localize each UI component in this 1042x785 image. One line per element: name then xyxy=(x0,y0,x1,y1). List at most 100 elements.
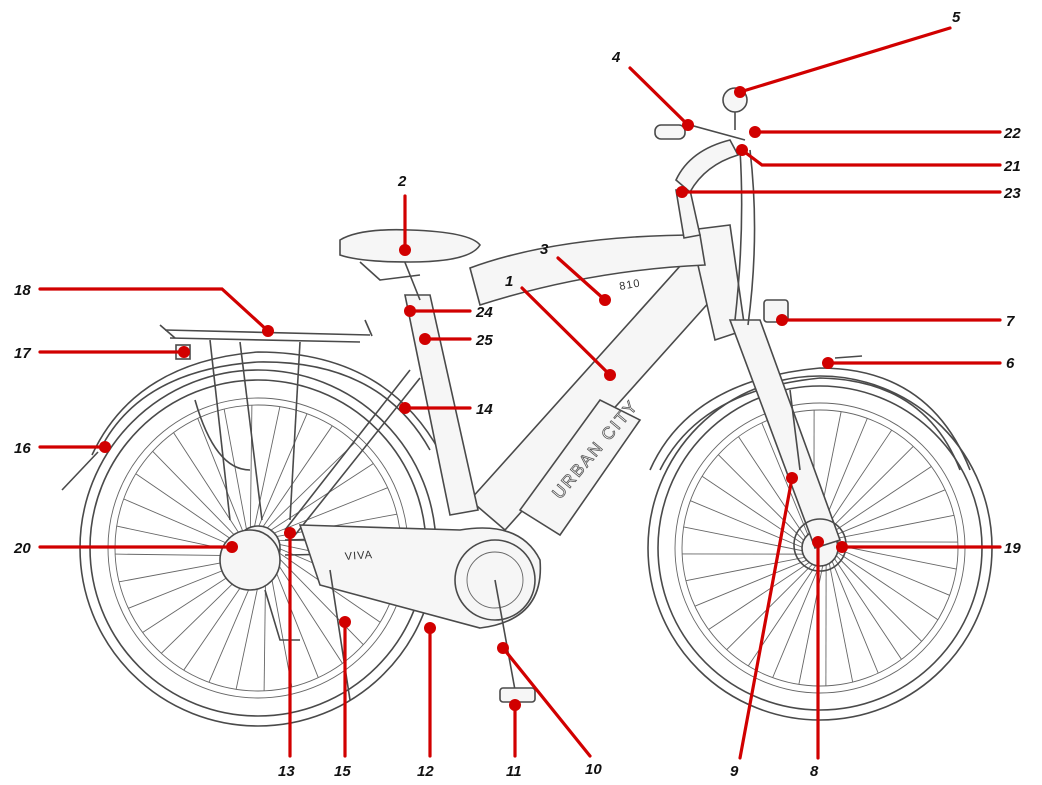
spoke xyxy=(115,553,240,557)
callout-12: 12 xyxy=(417,622,436,780)
spoke xyxy=(261,425,333,529)
callout-2-number: 2 xyxy=(397,173,407,190)
callout-17-number: 17 xyxy=(14,345,31,362)
callout-19: 19 xyxy=(836,540,1021,557)
spoke xyxy=(828,466,932,536)
spoke xyxy=(831,489,946,538)
spoke xyxy=(726,562,815,650)
callout-23: 23 xyxy=(676,185,1021,202)
callout-4-number: 4 xyxy=(611,49,621,66)
kickstand xyxy=(329,569,351,701)
spoke xyxy=(832,556,902,660)
handlebar-assembly xyxy=(654,87,756,326)
spoke xyxy=(197,418,245,535)
frame-model-text: 810 xyxy=(618,277,641,293)
callout-13-number: 13 xyxy=(278,763,295,780)
callout-11: 11 xyxy=(506,699,522,780)
callout-1: 1 xyxy=(505,273,616,381)
callout-22-number: 22 xyxy=(1003,125,1021,142)
spoke xyxy=(694,558,809,607)
chain-guard: VIVA xyxy=(298,524,542,629)
callout-12-number: 12 xyxy=(417,763,434,780)
callout-7-number: 7 xyxy=(1006,313,1015,330)
spoke xyxy=(268,564,293,688)
spoke xyxy=(761,422,810,537)
callout-4: 4 xyxy=(611,49,694,131)
spoke xyxy=(263,566,267,691)
spoke xyxy=(257,413,308,529)
callout-16: 16 xyxy=(14,440,111,457)
spoke xyxy=(835,547,950,596)
callout-24: 24 xyxy=(404,304,493,321)
spoke xyxy=(830,559,879,674)
spoke xyxy=(708,560,812,630)
callout-6: 6 xyxy=(822,355,1015,372)
callout-21: 21 xyxy=(736,144,1021,175)
callout-11-number: 11 xyxy=(506,763,522,780)
callout-10: 10 xyxy=(497,642,602,778)
spoke xyxy=(685,556,807,582)
callout-8: 8 xyxy=(810,536,824,780)
spoke xyxy=(268,463,374,532)
spoke xyxy=(833,514,955,540)
rear-mudguard xyxy=(99,361,431,451)
callout-15-number: 15 xyxy=(334,763,351,780)
spoke xyxy=(271,561,319,678)
spoke xyxy=(123,498,239,549)
callout-18: 18 xyxy=(14,282,274,337)
spoke xyxy=(223,408,248,532)
callout-21-number: 21 xyxy=(1003,158,1021,175)
callout-5-number: 5 xyxy=(952,9,961,26)
callout-15: 15 xyxy=(334,616,351,780)
spoke xyxy=(274,558,343,664)
callout-20: 20 xyxy=(13,540,238,557)
bike-frame: URBAN CITY 810 xyxy=(284,224,746,556)
callout-25: 25 xyxy=(419,332,493,349)
callout-7: 7 xyxy=(776,313,1015,330)
saddle xyxy=(339,228,481,263)
callout-9-number: 9 xyxy=(730,763,739,780)
callout-17: 17 xyxy=(14,345,190,362)
callout-5: 5 xyxy=(734,9,961,98)
spoke xyxy=(772,563,821,678)
spoke xyxy=(135,473,239,545)
callout-1-number: 1 xyxy=(505,273,513,290)
spoke xyxy=(271,487,388,535)
callout-3: 3 xyxy=(540,241,611,306)
spoke xyxy=(828,561,854,683)
callout-25-number: 25 xyxy=(475,332,493,349)
spoke xyxy=(835,544,957,570)
callout-10-number: 10 xyxy=(585,761,602,778)
spoke xyxy=(265,442,356,530)
front-mudguard xyxy=(649,367,971,471)
callout-8-number: 8 xyxy=(810,763,819,780)
spoke xyxy=(738,436,808,540)
callout-20-number: 20 xyxy=(13,540,31,557)
callout-24-number: 24 xyxy=(475,304,493,321)
callout-6-number: 6 xyxy=(1006,355,1015,372)
spoke xyxy=(249,405,253,530)
spoke xyxy=(822,429,893,533)
spoke xyxy=(253,406,281,529)
spoke xyxy=(690,500,805,549)
spoke xyxy=(701,475,805,546)
callout-23-number: 23 xyxy=(1003,185,1021,202)
spoke xyxy=(152,450,240,541)
callout-14: 14 xyxy=(399,401,493,418)
callout-2: 2 xyxy=(397,173,411,256)
callout-9: 9 xyxy=(730,472,798,780)
callout-18-number: 18 xyxy=(14,282,31,299)
callout-3-number: 3 xyxy=(540,241,549,258)
callout-22: 22 xyxy=(749,125,1021,142)
callout-layer: 1 2 3 4 5 6 xyxy=(13,9,1021,780)
callout-13: 13 xyxy=(278,527,296,780)
spoke xyxy=(834,553,922,642)
rear-rack xyxy=(159,319,373,521)
spoke xyxy=(718,454,806,543)
callout-19-number: 19 xyxy=(1004,540,1021,557)
callout-16-number: 16 xyxy=(14,440,31,457)
bicycle-illustration: URBAN CITY 810 VIVA xyxy=(61,87,993,727)
spoke xyxy=(825,446,914,534)
spoke xyxy=(835,550,939,621)
